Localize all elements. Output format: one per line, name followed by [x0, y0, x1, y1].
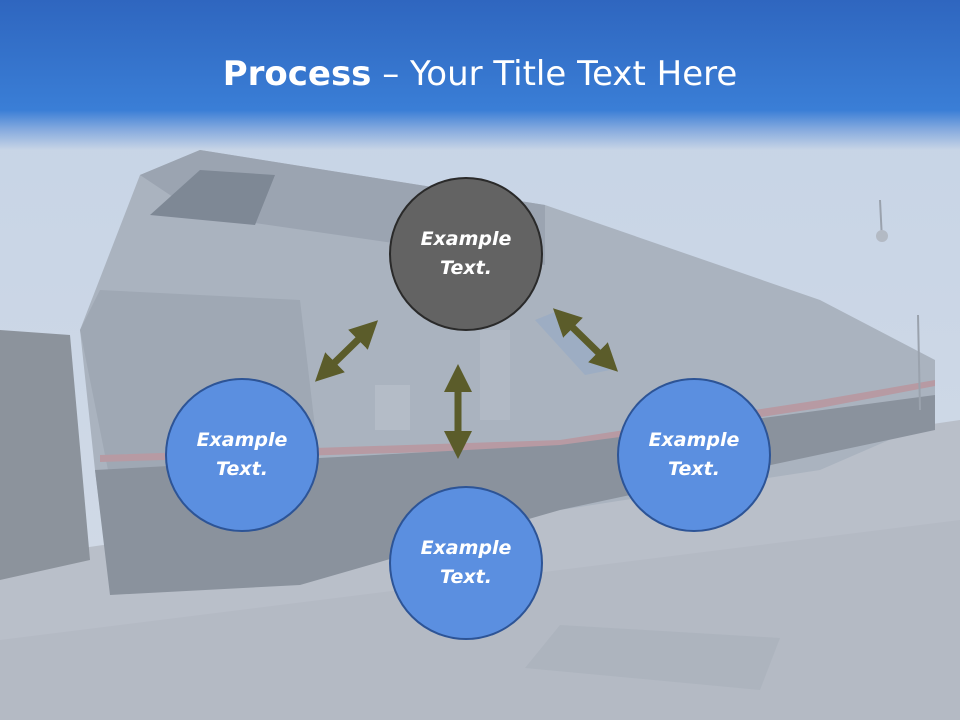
process-node-bottom-text: Example Text.	[420, 537, 512, 588]
process-node-top-text: Example Text.	[420, 228, 512, 279]
process-node-left-text: Example Text.	[196, 429, 288, 480]
process-node-right-text: Example Text.	[648, 429, 740, 480]
process-node-bottom[interactable]: Example Text.	[389, 486, 543, 640]
double-arrow-right	[552, 308, 619, 372]
double-arrow-left	[314, 320, 379, 382]
process-node-right[interactable]: Example Text.	[617, 378, 771, 532]
slide-title-bold: Process	[222, 54, 372, 94]
title-bar: Process – Your Title Text Here	[0, 0, 960, 150]
process-node-left[interactable]: Example Text.	[165, 378, 319, 532]
slide-title: Process – Your Title Text Here	[0, 52, 960, 96]
slide-title-rest: – Your Title Text Here	[371, 54, 738, 94]
process-node-top[interactable]: Example Text.	[389, 177, 543, 331]
